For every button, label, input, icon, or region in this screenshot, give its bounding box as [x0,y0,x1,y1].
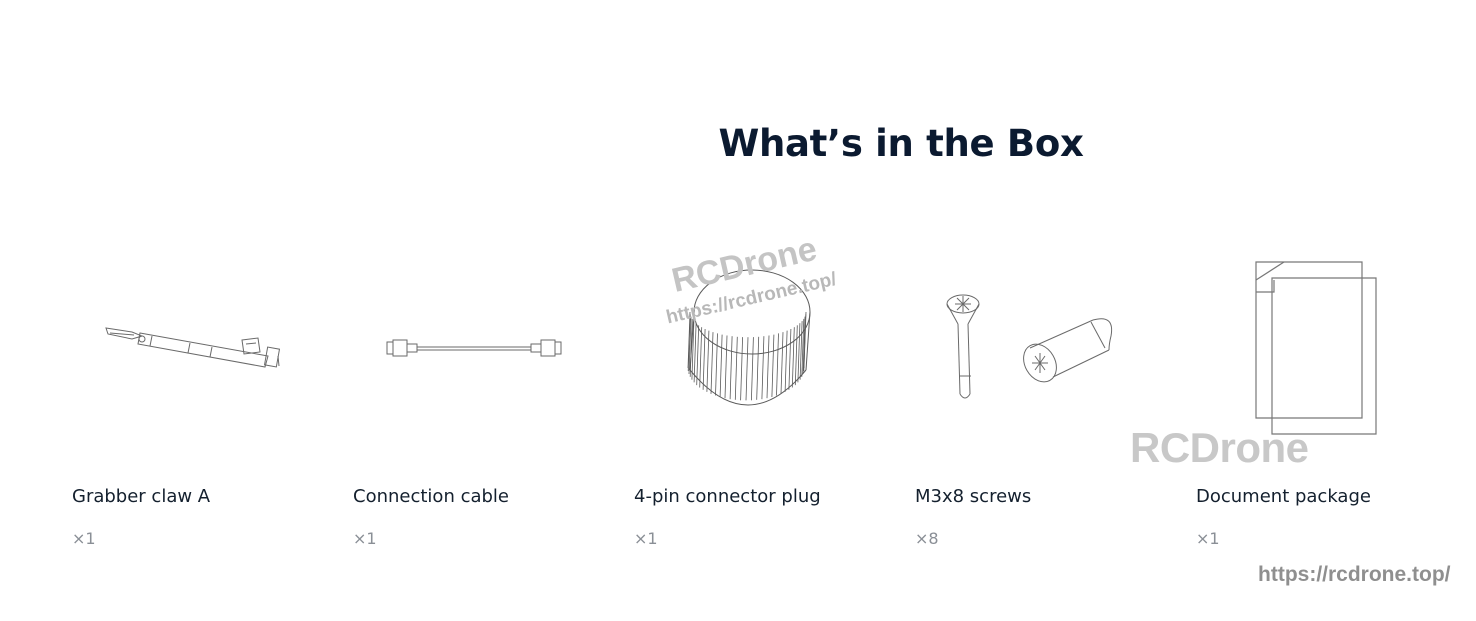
grabber-claw-illustration [72,240,353,450]
item-quantity: ×1 [72,529,96,548]
section-title: What’s in the Box [718,122,1084,165]
box-item-document-package: Document package ×1 [1196,240,1476,570]
item-label: 4-pin connector plug [634,486,821,507]
watermark-url: https://rcdrone.top/ [1258,563,1451,586]
item-quantity: ×1 [1196,529,1220,548]
box-item-screws: M3x8 screws ×8 [915,240,1196,570]
item-label: Grabber claw A [72,486,211,507]
watermark-brand: RCDrone [1130,424,1309,471]
connection-cable-illustration [353,240,634,450]
connector-plug-illustration [634,240,915,450]
box-item-connector-plug: 4-pin connector plug ×1 [634,240,915,570]
document-package-illustration [1196,240,1476,450]
item-label: Connection cable [353,486,509,507]
item-label: M3x8 screws [915,486,1032,507]
item-quantity: ×8 [915,529,939,548]
box-item-grabber-claw: Grabber claw A ×1 [72,240,353,570]
screws-illustration [915,240,1196,450]
item-quantity: ×1 [634,529,658,548]
box-item-connection-cable: Connection cable ×1 [353,240,634,570]
item-label: Document package [1196,486,1371,507]
item-quantity: ×1 [353,529,377,548]
